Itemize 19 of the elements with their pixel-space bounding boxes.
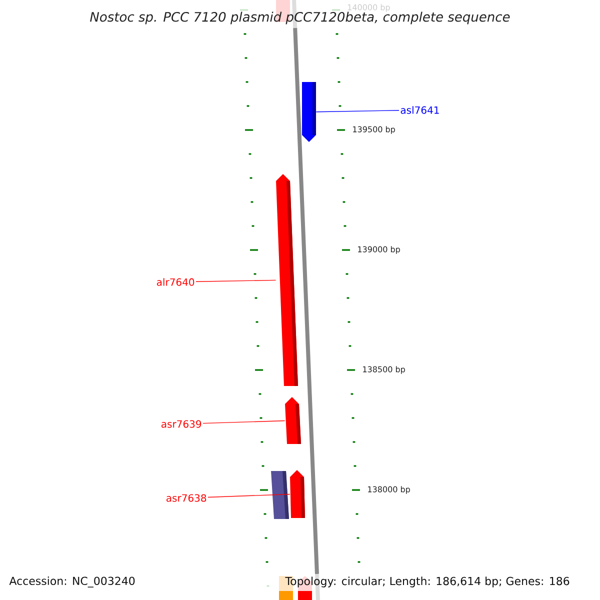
summary-text: Topology: circular; Length: 186,614 bp; Genes: 186 bbox=[285, 576, 570, 588]
tick-label: 138000 bp bbox=[368, 486, 410, 494]
gene-feature bbox=[290, 470, 305, 518]
gene-feature bbox=[276, 174, 298, 386]
gene-label: asl7641 bbox=[400, 106, 439, 114]
gene-feature bbox=[285, 397, 301, 444]
leader-line bbox=[202, 420, 286, 424]
leader-line bbox=[208, 494, 290, 498]
tick-label: 139500 bp bbox=[353, 126, 395, 134]
accession-text: Accession: NC_003240 bbox=[9, 576, 135, 588]
title: Nostoc sp. PCC 7120 plasmid pCC7120beta, complete sequence bbox=[90, 12, 510, 24]
tick-label: 138500 bp bbox=[363, 366, 405, 374]
gene-label: asr7639 bbox=[162, 420, 202, 428]
leader-line bbox=[196, 280, 276, 282]
tick-label: 139000 bp bbox=[358, 246, 400, 254]
gene-label: asr7638 bbox=[166, 494, 206, 502]
gene-feature bbox=[302, 82, 316, 142]
leader-line bbox=[316, 110, 400, 112]
gene-label: alr7640 bbox=[156, 278, 194, 286]
